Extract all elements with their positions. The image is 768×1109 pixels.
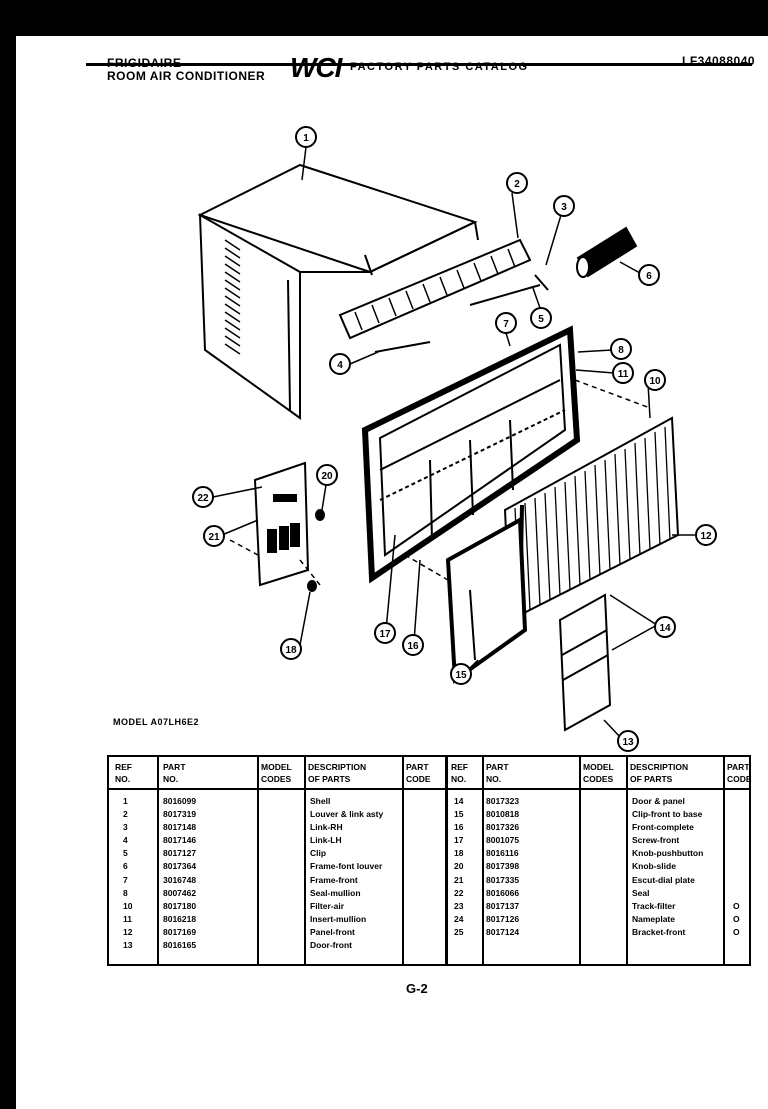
callout-22: 22 <box>197 493 209 504</box>
callout-8: 8 <box>618 345 624 356</box>
callout-1-circle <box>295 126 317 148</box>
callout-markers <box>192 126 717 752</box>
callout-10: 10 <box>649 376 661 387</box>
callout-18-circle <box>280 638 302 660</box>
control-panel-drawing <box>253 461 325 592</box>
callout-20-circle <box>316 464 338 486</box>
callout-17-circle <box>374 622 396 644</box>
callout-15-circle <box>450 663 472 685</box>
wci-logo: WCI <box>290 52 342 83</box>
callout-7-circle <box>495 312 517 334</box>
shell-drawing <box>197 163 479 420</box>
callout-2-circle <box>506 172 528 194</box>
front-frame-drawing <box>361 325 581 584</box>
alignment-lines <box>229 379 651 586</box>
callout-22-circle <box>192 486 214 508</box>
callout-8-circle <box>610 338 632 360</box>
callout-6-circle <box>638 264 660 286</box>
callout-12: 12 <box>700 531 712 542</box>
front-panel-drawing <box>445 516 528 684</box>
callout-1: 1 <box>303 133 309 144</box>
callout-2: 2 <box>514 179 520 190</box>
callout-15: 15 <box>455 670 467 681</box>
callout-13: 13 <box>622 737 634 748</box>
knob-drawing <box>576 226 638 278</box>
callout-14-circle <box>654 616 676 638</box>
callout-11: 11 <box>618 369 629 380</box>
callout-4-circle <box>329 353 351 375</box>
callout-21-circle <box>203 525 225 547</box>
callout-12-circle <box>695 524 717 546</box>
door-drawing <box>558 593 612 732</box>
callout-7: 7 <box>503 319 509 330</box>
callout-5-circle <box>530 307 552 329</box>
callout-16-circle <box>402 634 424 656</box>
model-label: MODEL A07LH6E2 <box>113 717 200 727</box>
callout-18: 18 <box>285 645 297 656</box>
callout-3: 3 <box>561 202 567 213</box>
callout-3-circle <box>553 195 575 217</box>
callout-6: 6 <box>646 271 652 282</box>
callout-11-circle <box>612 362 634 384</box>
header-rule <box>86 63 752 66</box>
callout-5: 5 <box>538 314 544 325</box>
product-text: ROOM AIR CONDITIONER <box>107 69 266 83</box>
callout-4: 4 <box>337 360 343 371</box>
callout-20: 20 <box>321 471 333 482</box>
callout-17: 17 <box>379 629 391 640</box>
callout-16: 16 <box>407 641 419 652</box>
callout-10-circle <box>644 369 666 391</box>
callout-21: 21 <box>208 532 220 543</box>
callout-13-circle <box>617 730 639 752</box>
louver-drawing <box>338 238 549 353</box>
page-number: G-2 <box>406 981 428 996</box>
callout-14: 14 <box>659 623 671 634</box>
